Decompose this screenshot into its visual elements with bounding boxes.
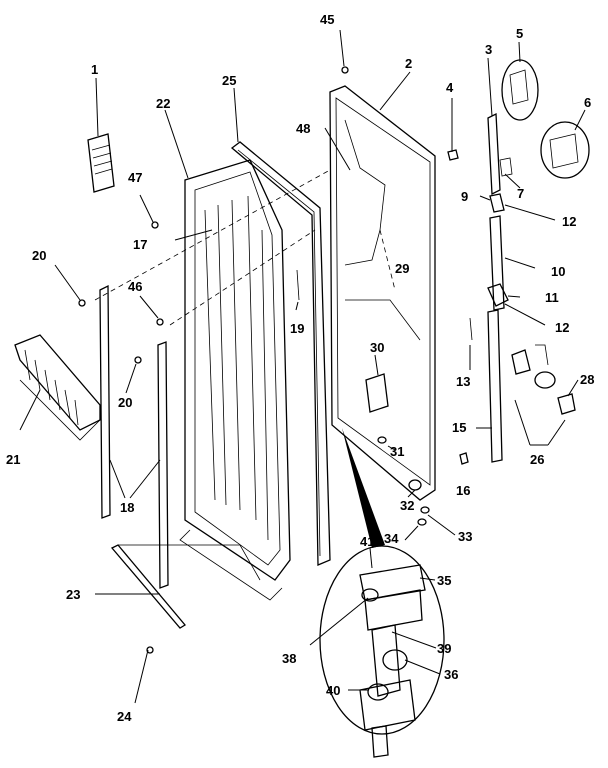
label-18: 18 (120, 500, 134, 515)
screws (54, 29, 349, 654)
label-19: 19 (290, 321, 304, 336)
label-32: 32 (400, 498, 414, 513)
part-21-door-rack (14, 334, 101, 441)
label-40: 40 (326, 683, 340, 698)
label-34: 34 (384, 531, 399, 546)
label-26: 26 (530, 452, 544, 467)
label-1: 1 (91, 62, 98, 77)
label-5: 5 (516, 26, 523, 41)
label-39: 39 (437, 641, 451, 656)
label-22: 22 (156, 96, 170, 111)
label-33: 33 (458, 529, 472, 544)
label-29: 29 (395, 261, 409, 276)
label-48: 48 (296, 121, 310, 136)
label-41: 41 (360, 534, 374, 549)
part-26-lock (511, 344, 579, 446)
label-6: 6 (584, 95, 591, 110)
parts-32-33-34 (404, 479, 456, 541)
callout-labels: 1 2 3 4 5 6 7 9 10 11 12 12 13 15 16 17 … (6, 12, 594, 724)
parts-13-15-16 (459, 317, 492, 465)
part-23-shelf (95, 544, 261, 704)
label-24: 24 (117, 709, 132, 724)
label-16: 16 (456, 483, 470, 498)
part-48-insulation (324, 119, 421, 341)
label-23: 23 (66, 587, 80, 602)
label-11: 11 (545, 290, 559, 305)
label-12b: 12 (555, 320, 569, 335)
label-21: 21 (6, 452, 20, 467)
parts-29-30-31 (365, 229, 396, 451)
label-15: 15 (452, 420, 466, 435)
label-35: 35 (437, 573, 451, 588)
label-12a: 12 (562, 214, 576, 229)
label-10: 10 (551, 264, 565, 279)
bottom-hinge-detail (309, 428, 445, 758)
label-38: 38 (282, 651, 296, 666)
label-25: 25 (222, 73, 236, 88)
part-22-door-liner (164, 109, 291, 601)
label-45: 45 (320, 12, 334, 27)
label-20b: 20 (118, 395, 132, 410)
part-18-rails (99, 284, 169, 589)
label-4: 4 (446, 80, 454, 95)
part-25-gasket (230, 87, 331, 566)
label-28: 28 (580, 372, 594, 387)
label-2: 2 (405, 56, 412, 71)
label-47: 47 (128, 170, 142, 185)
label-30: 30 (370, 340, 384, 355)
label-46: 46 (128, 279, 142, 294)
hinge-assembly (447, 41, 590, 463)
label-36: 36 (444, 667, 458, 682)
label-3: 3 (485, 42, 492, 57)
label-17: 17 (133, 237, 147, 252)
label-13: 13 (456, 374, 470, 389)
label-20a: 20 (32, 248, 46, 263)
label-9: 9 (461, 189, 468, 204)
label-31: 31 (390, 444, 404, 459)
part-2-outer-door (329, 71, 436, 501)
part-1-manual (87, 77, 115, 193)
label-7: 7 (517, 186, 524, 201)
